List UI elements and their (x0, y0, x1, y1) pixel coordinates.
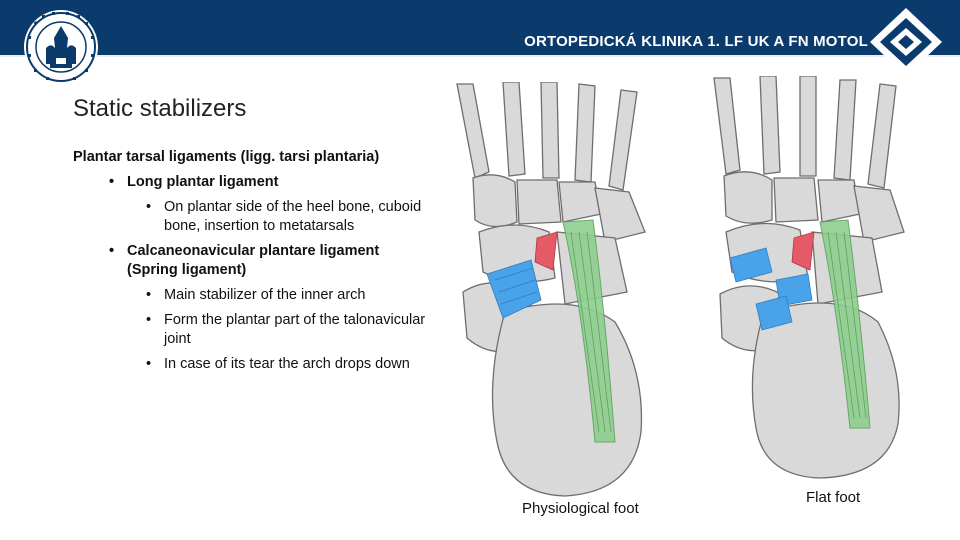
slide-body: Plantar tarsal ligaments (ligg. tarsi pl… (73, 148, 433, 380)
caption-flat-foot: Flat foot (806, 489, 861, 506)
bullet-dot: • (109, 243, 115, 259)
slide-title: Static stabilizers (73, 95, 247, 122)
bullet-item: • In case of its tear the arch drops down (146, 355, 433, 374)
bullet-text: Calcaneonavicular plantare ligament (Spr… (127, 243, 380, 278)
bullet-item: • Main stabilizer of the inner arch (146, 286, 433, 305)
bullet-text: Long plantar ligament (127, 174, 279, 190)
section-heading: Plantar tarsal ligaments (ligg. tarsi pl… (73, 149, 380, 165)
bullet-dot: • (146, 199, 152, 215)
diamond-logo-icon (870, 8, 942, 76)
flat-foot-illustration (713, 76, 905, 479)
header-divider (0, 55, 960, 57)
university-seal-icon (24, 10, 98, 84)
bullet-dot: • (146, 356, 152, 372)
bullet-text: Form the plantar part of the talonavicul… (164, 312, 426, 347)
bullet-item: • Form the plantar part of the talonavicu… (146, 311, 433, 349)
clinic-name: ORTOPEDICKÁ KLINIKA 1. LF UK A FN MOTOL (524, 33, 868, 50)
bullet-text: Main stabilizer of the inner arch (164, 287, 366, 303)
bullet-item: • Calcaneonavicular plantare ligament (Sp… (109, 242, 433, 280)
bullet-dot: • (146, 312, 152, 328)
bullet-item: • On plantar side of the heel bone, cuboi… (146, 198, 433, 236)
bullet-dot: • (109, 174, 115, 190)
caption-physiological-foot: Physiological foot (522, 500, 639, 517)
bullet-item: • Long plantar ligament (109, 173, 433, 192)
bullet-text: On plantar side of the heel bone, cuboid… (164, 199, 422, 234)
physiological-foot-illustration (456, 82, 646, 497)
bullet-text: In case of its tear the arch drops down (164, 356, 410, 372)
bullet-dot: • (146, 287, 152, 303)
header-bar (0, 0, 960, 55)
